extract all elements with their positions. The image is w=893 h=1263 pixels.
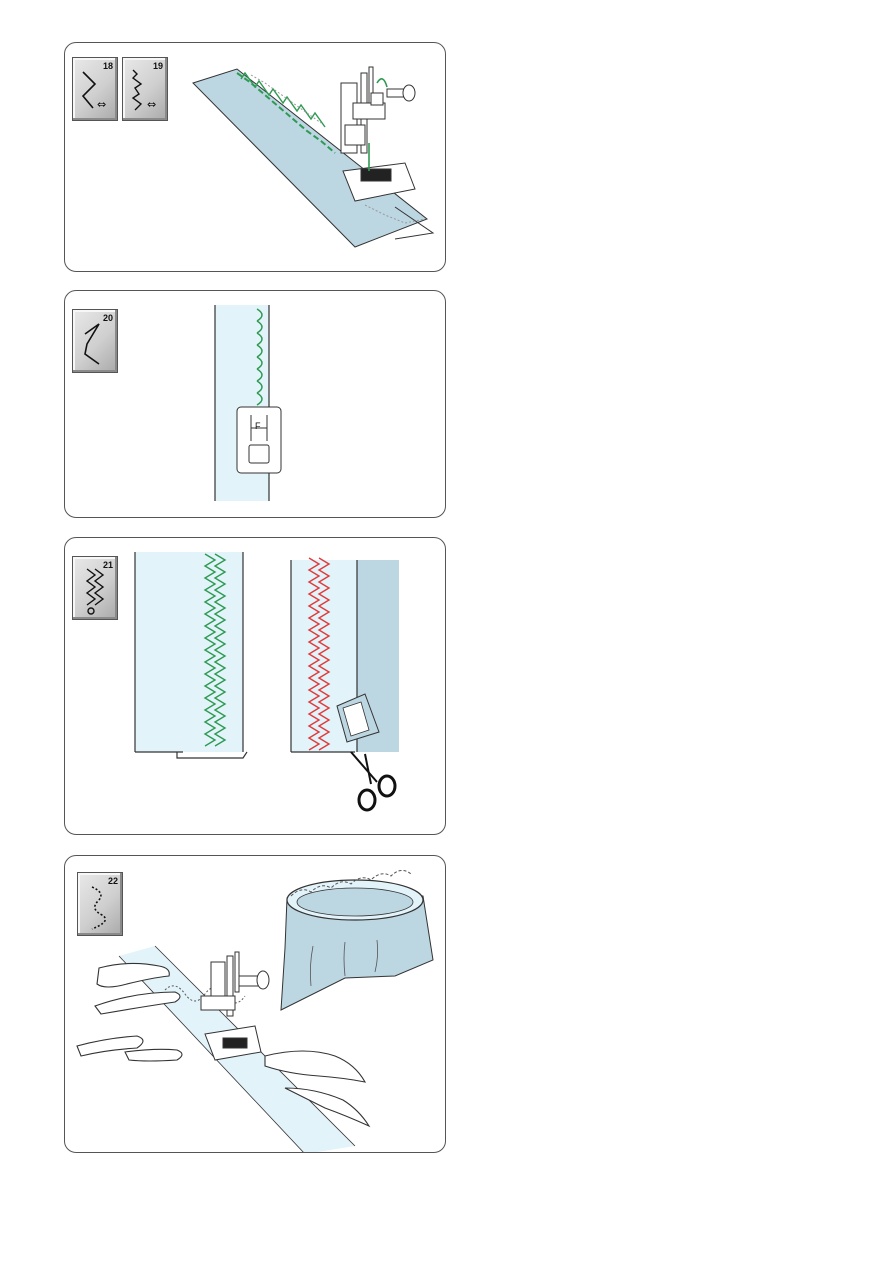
stitch-number: 20: [102, 313, 113, 323]
overedge-stitch-icon: ⇔: [131, 69, 156, 111]
double-overedge-stitch-icon: [85, 568, 105, 615]
stitch-key-19[interactable]: 19 ⇔: [122, 57, 168, 121]
presser-foot: [340, 66, 416, 202]
stitch-key-18[interactable]: 18 ⇔: [72, 57, 118, 121]
svg-text:⇔: ⇔: [147, 98, 156, 111]
stitch-line: [236, 71, 336, 154]
red-overedge-stitch: [307, 557, 331, 751]
shell-tuck-stitch-icon: [84, 323, 100, 365]
panel-elastic-stitch: 22: [64, 855, 446, 1153]
svg-text:⇔: ⇔: [97, 98, 106, 111]
stitch-key-21[interactable]: 21: [72, 556, 118, 620]
shell-stitches: [256, 308, 263, 406]
scissors-icon: [350, 751, 397, 812]
stitch-key-22[interactable]: 22: [77, 872, 123, 936]
presser-foot: [200, 951, 270, 1061]
satin-foot: F: [236, 406, 282, 474]
elastic-attach-illustration: [76, 870, 434, 1152]
overedge-stitch-icon: ⇔: [81, 71, 106, 111]
stitch-number: 19: [152, 61, 163, 71]
stitch-number: 18: [102, 61, 113, 71]
shell-stitch-illustration: F: [214, 305, 282, 501]
panel-shell-stitch: 20 F: [64, 290, 446, 518]
panel-double-overedge-stitch: 21: [64, 537, 446, 835]
stitch-number: 21: [102, 560, 113, 570]
hands: [76, 962, 371, 1128]
stitch-number: 22: [107, 876, 118, 886]
waistband-garment: [280, 870, 434, 1011]
foot-letter: F: [255, 421, 261, 431]
overcasting-illustration: [192, 66, 435, 248]
seam-trim-illustration: [134, 552, 399, 812]
stitch-key-20[interactable]: 20: [72, 309, 118, 373]
panel-overedge-stitch: 18 ⇔ 19 ⇔: [64, 42, 446, 272]
green-overedge-stitch: [203, 553, 227, 747]
elastic-stitch-icon: [91, 886, 107, 930]
